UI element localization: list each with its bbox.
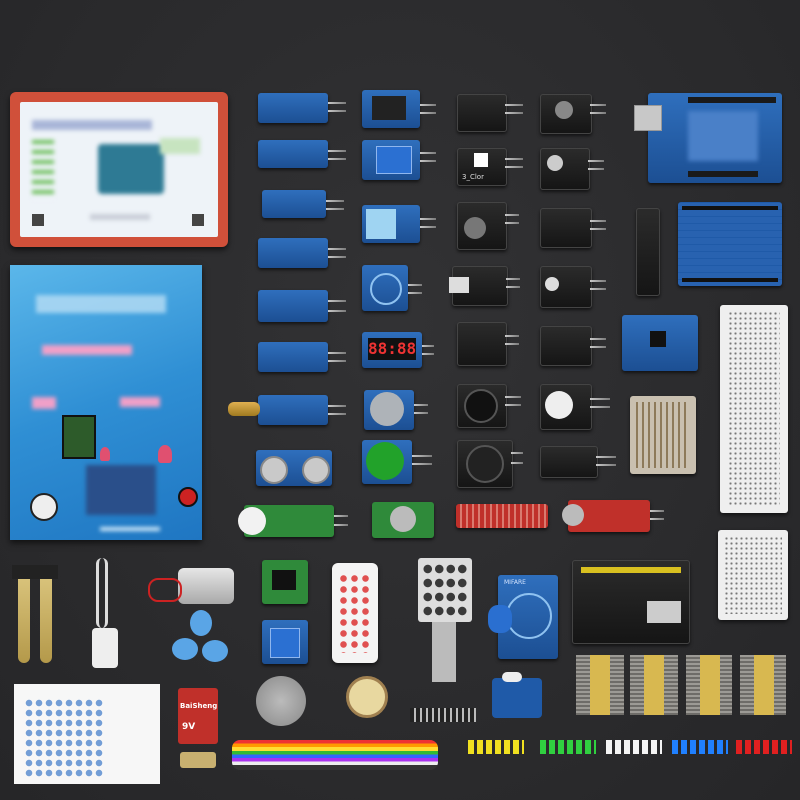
- led-set-white: [606, 740, 662, 780]
- resistor-pack-1: [576, 655, 624, 715]
- ultrasonic-sensor: [256, 450, 332, 486]
- battery-brand: BaiSheng: [180, 702, 218, 710]
- kit-box: [10, 92, 228, 247]
- motor-wires: [148, 578, 182, 602]
- component-sheet: [14, 684, 160, 784]
- 9v-battery: BaiSheng 9V: [178, 688, 218, 744]
- joystick-module: [457, 440, 513, 488]
- gas-sensor-module: [364, 390, 414, 430]
- flame-sensor-module: [258, 140, 328, 168]
- resistor-pack-3: [686, 655, 732, 715]
- prototype-shield: [678, 202, 782, 286]
- big-button-module: [362, 440, 412, 484]
- potentiometer: [346, 676, 388, 718]
- laser-module: [540, 266, 592, 308]
- jumper-wires: [232, 740, 438, 770]
- microphone-module: [562, 500, 650, 532]
- led-set-red: [736, 740, 792, 780]
- breadboard-power-module: [572, 560, 690, 644]
- light-sensor-module: [258, 238, 328, 268]
- ir-transmitter-module: [540, 446, 598, 478]
- rfid-label: MIFARE: [504, 579, 526, 586]
- battery-clip: [180, 752, 216, 768]
- keypad-ribbon: [432, 622, 456, 682]
- rgb-led-module: 3_Clor: [457, 148, 507, 186]
- soil-moisture-sensor: [12, 565, 58, 665]
- photo-interrupter-module: [258, 342, 328, 372]
- led-set-green: [540, 740, 596, 780]
- switch-module: [540, 208, 592, 248]
- seven-segment-display: 88:88: [362, 332, 422, 368]
- resistor-pack-4: [740, 655, 786, 715]
- tilt-switch-module: [457, 94, 507, 132]
- gyroscope-module: [622, 315, 698, 371]
- stepper-motor: [256, 676, 306, 726]
- servo-motor: [492, 672, 542, 718]
- water-pump: [78, 558, 132, 680]
- color-module-label: 3_Clor: [462, 173, 484, 181]
- active-buzzer-module: [540, 384, 592, 430]
- passive-buzzer-module: [457, 384, 507, 428]
- ir-receiver-module: [258, 290, 328, 322]
- arduino-uno-board: [634, 93, 782, 183]
- ir-obstacle-module: [258, 93, 328, 123]
- breadboard-large: [720, 305, 788, 513]
- bluetooth-module: [262, 620, 308, 664]
- led-set-blue: [672, 740, 728, 780]
- breadboard-mini: [718, 530, 788, 620]
- pir-sensor-module: [238, 505, 334, 537]
- rtc-module: [372, 502, 434, 538]
- display-digits: 88:88: [368, 338, 417, 360]
- touch-sensor-module: [362, 265, 408, 311]
- rain-sensor-board: [630, 396, 696, 474]
- manual-book: [10, 265, 202, 540]
- fan-blade: [172, 610, 228, 666]
- hall-sensor-module: [457, 202, 507, 250]
- sound-sensor-module: [262, 190, 326, 218]
- temperature-probe-module: [258, 395, 328, 425]
- temperature-module: [540, 94, 592, 134]
- knock-sensor-module: [457, 322, 507, 366]
- rfid-tag: [488, 605, 512, 633]
- ir-remote: [332, 563, 378, 663]
- membrane-keypad: [418, 558, 472, 622]
- dc-motor: [178, 568, 234, 604]
- probe-tip: [228, 402, 260, 416]
- stepper-driver-board: [262, 560, 308, 604]
- water-level-sensor: [456, 504, 548, 528]
- relay-module: [362, 140, 420, 180]
- wifi-module: [362, 90, 420, 128]
- led-module: [540, 148, 590, 190]
- battery-voltage: 9V: [182, 722, 196, 732]
- led-set-yellow: [468, 740, 524, 780]
- line-tracking-sensor: [636, 208, 660, 296]
- pin-header: [410, 708, 476, 722]
- light-blocking-module: [540, 326, 592, 366]
- reed-switch-module: [449, 266, 508, 306]
- resistor-pack-2: [630, 655, 678, 715]
- dht-sensor-module: [362, 205, 420, 243]
